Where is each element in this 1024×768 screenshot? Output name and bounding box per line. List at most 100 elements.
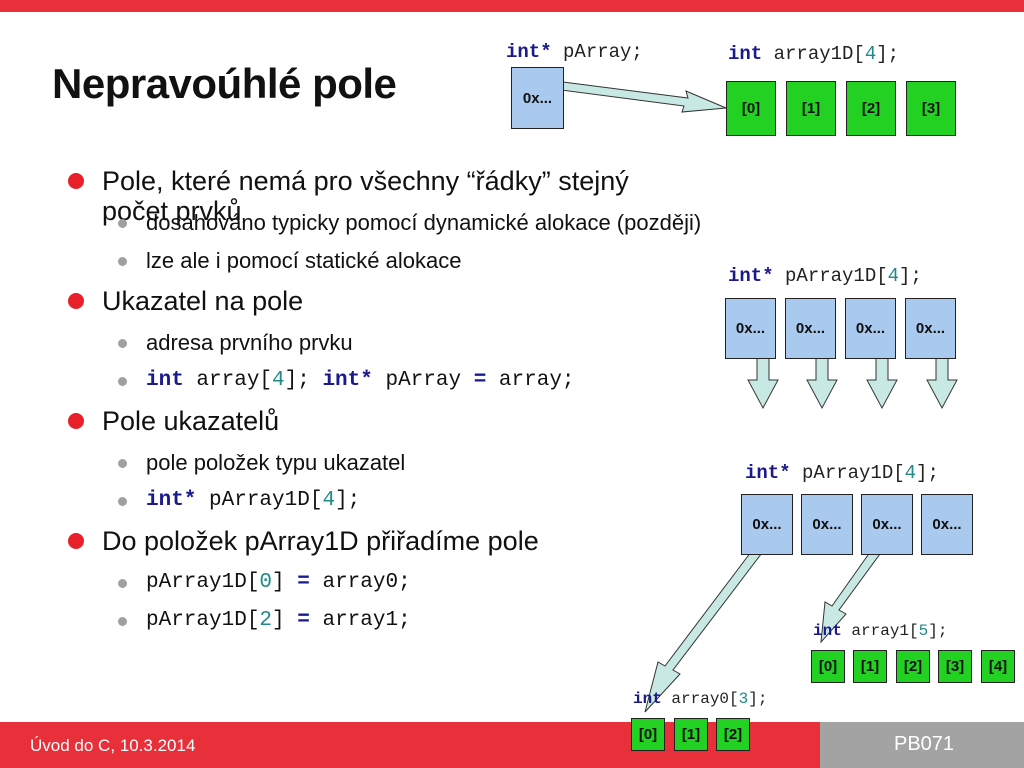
bullet-list: Pole, které nemá pro všechny “řádky” ste… [62,166,702,646]
code-keyword: int* [322,369,373,392]
array0-label: int array0[3]; [633,690,767,708]
bullet-1-sub-2-text: lze ale i pomocí statické alokace [146,248,462,273]
code-keyword: int* [745,462,791,484]
code-text: array0; [309,571,411,594]
code-text: ] [272,609,298,632]
parray1d-pointer-box: 0x... [921,494,973,555]
red-bullet-icon [68,413,84,429]
parray1d-pointer-box: 0x... [861,494,913,555]
code-keyword: int* [506,41,552,63]
bullet-1-sub-1: dosahováno typicky pomocí dynamické alok… [62,210,702,236]
code-text: pArray; [551,41,643,63]
grey-bullet-icon [118,579,127,588]
array1d-cell: [0] [726,81,776,136]
bullet-2-sub-2-code: int array[4]; int* pArray = array; [62,368,702,394]
code-number: 4 [904,462,917,484]
code-text: ]; [284,369,323,392]
array1-cell: [2] [896,650,930,683]
parray1d-label-2: int* pArray1D[4]; [745,462,939,484]
grey-bullet-icon [118,497,127,506]
code-keyword: int* [146,489,197,512]
top-accent-bar [0,0,1024,12]
code-text: array1[ [841,622,919,640]
array1d-cell: [2] [846,81,896,136]
footer-right-bar [820,722,1024,768]
parray1d-pointer-box: 0x... [741,494,793,555]
code-keyword: int [633,690,662,708]
bullet-2: Ukazatel na pole [62,286,702,316]
grey-bullet-icon [118,617,127,626]
grey-bullet-icon [118,377,127,386]
code-text: pArray1D[ [790,462,905,484]
array1-label: int array1[5]; [813,622,947,640]
code-keyword: int* [728,265,774,287]
bullet-2-sub-1-text: adresa prvního prvku [146,330,353,355]
array0-cell: [1] [674,718,708,751]
red-bullet-icon [68,293,84,309]
code-operator: = [297,609,310,632]
pointer-arrow [560,81,727,113]
array1-cell: [0] [811,650,845,683]
bullet-3-sub-1-text: pole položek typu ukazatel [146,450,406,475]
red-bullet-icon [68,173,84,189]
bullet-4: Do položek pArray1D přiřadíme pole [62,526,702,556]
array1-cell: [4] [981,650,1015,683]
code-number: 4 [887,265,900,287]
code-number: 4 [322,489,336,512]
code-text: ] [272,571,298,594]
array1d-cell: [3] [906,81,956,136]
bullet-1-sub-1-text: dosahováno typicky pomocí dynamické alok… [146,210,702,235]
parray1d-label: int* pArray1D[4]; [728,265,922,287]
code-text: array; [486,369,575,392]
code-keyword: int [813,622,842,640]
footer: Úvod do C, 10.3.2014 PB071 [0,722,1024,768]
bullet-1-sub-2: lze ale i pomocí statické alokace [62,248,702,274]
code-operator: = [297,571,310,594]
code-keyword: int [146,369,184,392]
grey-bullet-icon [118,219,127,228]
code-number: 2 [259,609,273,632]
code-operator: = [473,369,487,392]
array1-cell: [1] [853,650,887,683]
code-text: ]; [916,462,939,484]
bullet-4-sub-2-code: pArray1D[2] = array1; [62,608,702,634]
code-text: ]; [748,690,768,708]
code-number: 0 [259,571,273,594]
code-text: array1; [309,609,411,632]
bullet-3: Pole ukazatelů [62,406,702,436]
code-number: 4 [864,43,877,65]
parray1d-pointer-box: 0x... [801,494,853,555]
array1d-label: int array1D[4]; [728,43,899,65]
code-keyword: int [728,43,763,65]
code-text: pArray1D[ [146,571,260,594]
code-text: array[ [183,369,273,392]
slide-title: Nepravoúhlé pole [52,60,397,107]
array0-cell: [0] [631,718,665,751]
parray1d-pointer-box: 0x... [785,298,836,359]
code-text: ]; [876,43,900,65]
bullet-4-sub-1-code: pArray1D[0] = array0; [62,570,702,596]
code-text: pArray1D[ [196,489,323,512]
array1-cell: [3] [938,650,972,683]
code-text: ]; [928,622,948,640]
code-number: 4 [272,369,285,392]
code-text: pArray1D[ [773,265,888,287]
parray1d-pointer-box: 0x... [905,298,956,359]
pparray-pointer-box: 0x... [511,67,564,129]
footer-course-date: Úvod do C, 10.3.2014 [30,736,196,755]
footer-course-code: PB071 [894,733,955,755]
code-text: pArray1D[ [146,609,260,632]
bullet-2-sub-1: adresa prvního prvku [62,330,702,356]
grey-bullet-icon [118,339,127,348]
bullet-3-sub-1: pole položek typu ukazatel [62,450,702,476]
array1d-cell: [1] [786,81,836,136]
bullet-3-sub-2-code: int* pArray1D[4]; [62,488,702,514]
parray1d-pointer-box: 0x... [845,298,896,359]
code-text: array1D[ [762,43,865,65]
code-number: 5 [918,622,929,640]
bullet-4-text: Do položek pArray1D přiřadíme pole [102,526,539,556]
code-text: array0[ [661,690,739,708]
bullet-3-text: Pole ukazatelů [102,406,280,436]
red-bullet-icon [68,533,84,549]
